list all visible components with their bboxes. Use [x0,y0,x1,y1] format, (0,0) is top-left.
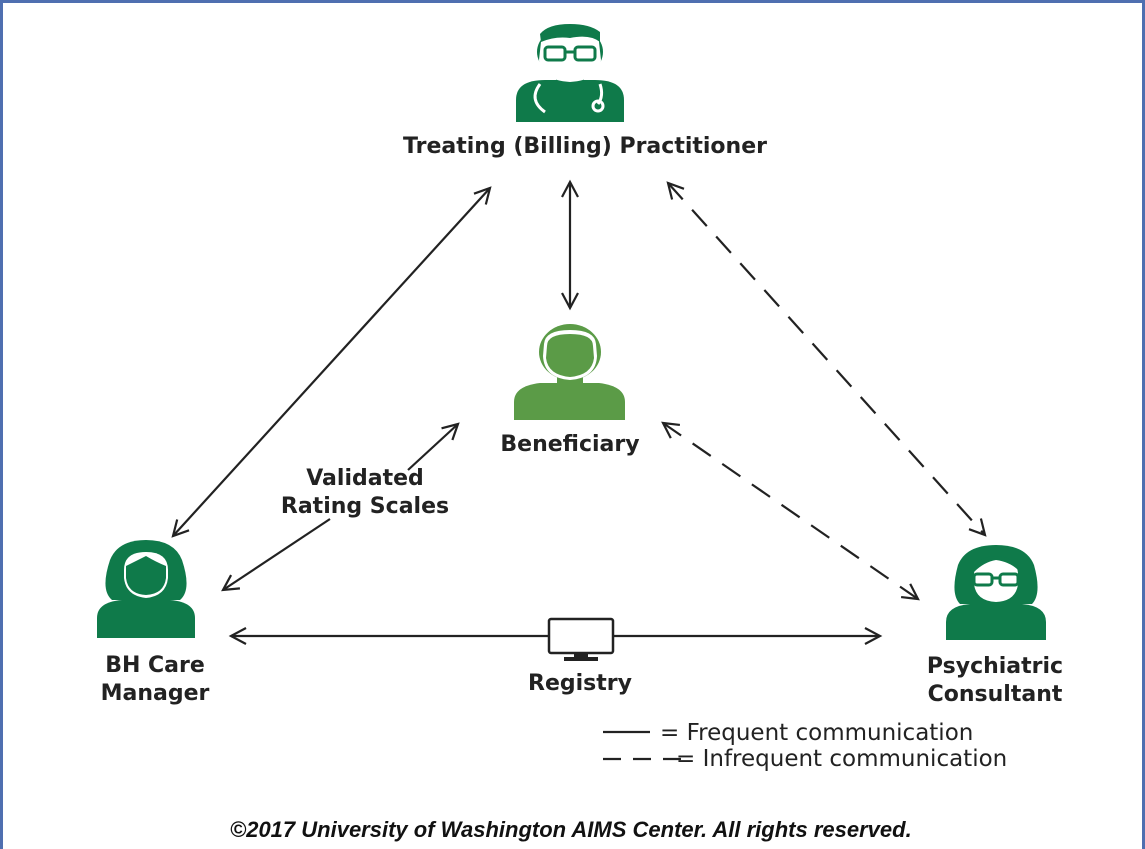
edge-practitioner-care-manager [171,186,492,538]
edge-rating-to-care-manager [221,518,331,592]
edge-beneficiary-consultant [661,421,920,601]
patient-icon [514,324,625,420]
beneficiary-label: Beneficiary [500,432,640,457]
copyright-notice: ©2017 University of Washington AIMS Cent… [230,817,912,842]
consultant-icon [946,545,1046,640]
legend-infrequent-label: = Infrequent communication [676,746,1008,772]
consultant-label-line2: Consultant [927,682,1063,707]
consultant-label: Psychiatric Consultant [900,653,1090,709]
care-manager-label: BH Care Manager [60,652,250,708]
consultant-label-line1: Psychiatric [926,654,1064,679]
edge-rating-to-beneficiary [407,422,460,471]
edge-practitioner-consultant [666,181,987,537]
rating-scales-line2: Rating Scales [280,494,450,519]
rating-scales-line1: Validated [306,466,424,491]
rating-scales-label: Validated Rating Scales [250,465,480,521]
monitor-icon [547,617,615,661]
registry-label: Registry [528,671,632,696]
care-manager-icon [97,540,195,638]
care-manager-label-line2: Manager [100,681,210,706]
doctor-icon [516,24,624,122]
legend-frequent-label: = Frequent communication [660,720,974,746]
practitioner-label: Treating (Billing) Practitioner [403,134,767,159]
care-manager-label-line1: BH Care [105,653,205,678]
